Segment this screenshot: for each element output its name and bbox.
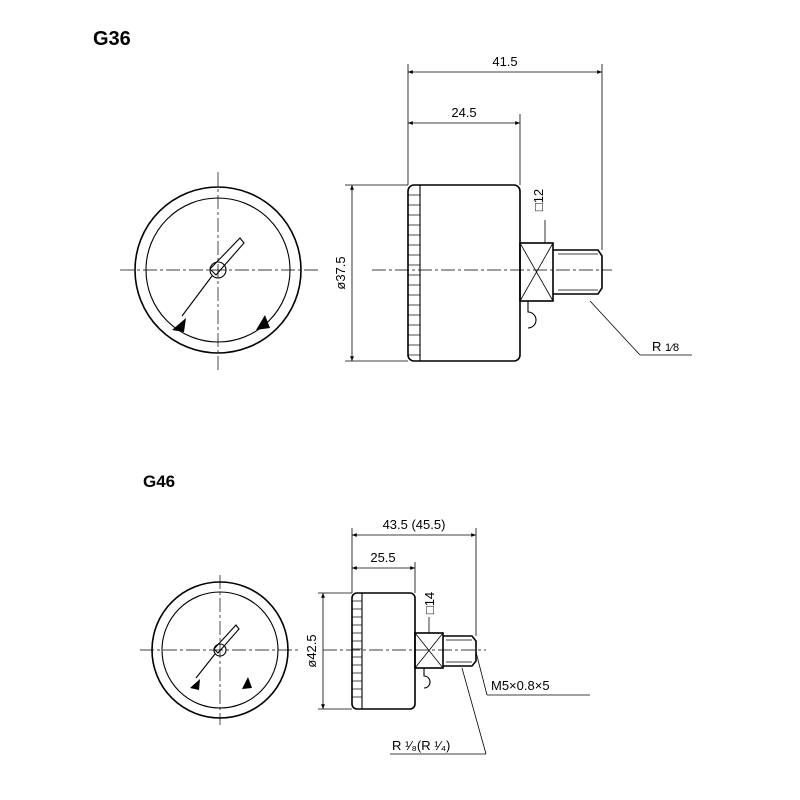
g36-stop-marker-left — [172, 318, 186, 332]
g36-section: G36 — [93, 28, 692, 372]
g46-title: G46 — [143, 472, 175, 491]
g46-internal-thread-label: M5×0.8×5 — [491, 678, 550, 693]
g36-body — [407, 184, 521, 362]
g46-needle-tail — [195, 653, 216, 679]
g36-needle-head — [209, 237, 245, 276]
g46-front-view — [140, 575, 300, 725]
g36-knurling — [408, 194, 420, 356]
g46-body-length-label: 25.5 — [370, 550, 395, 565]
g46-needle-head — [213, 624, 240, 654]
g46-side-view: 43.5 (45.5) 25.5 ø42.5 □14 M5×0.8×5 R ¹⁄… — [304, 517, 590, 755]
g46-overall-length-label: 43.5 (45.5) — [383, 517, 446, 532]
g36-body-length-label: 24.5 — [451, 105, 476, 120]
g36-thread — [553, 249, 603, 295]
g36-stop-marker-right — [256, 315, 270, 330]
g36-side-view: 41.5 24.5 ø37.5 □12 R 1⁄8 — [333, 54, 692, 362]
g36-hex-size-label: □12 — [531, 189, 546, 211]
g36-thread-fraction-label: 1⁄8 — [665, 342, 679, 354]
g46-tab — [423, 668, 431, 689]
g36-needle-tail — [181, 275, 213, 317]
g46-knurling — [352, 600, 362, 698]
g36-overall-length-label: 41.5 — [492, 54, 517, 69]
g46-thread-label: R ¹⁄₈(R ¹⁄₄) — [392, 738, 450, 753]
g36-title: G36 — [93, 28, 131, 50]
g46-hex-size-label: □14 — [422, 592, 437, 614]
g46-stop-marker-left — [190, 679, 200, 690]
g46-internal-thread-leader — [475, 651, 488, 696]
g46-thread — [443, 635, 477, 667]
g36-thread-label: R — [652, 339, 661, 354]
g36-hex — [519, 242, 554, 302]
g36-front-view — [120, 172, 318, 372]
g46-diameter-label: ø42.5 — [304, 634, 319, 667]
g36-thread-leader — [589, 300, 641, 356]
g46-stop-marker-right — [242, 677, 252, 689]
g46-thread-leader — [461, 667, 487, 755]
g46-section: G46 — [140, 472, 590, 755]
g36-diameter-label: ø37.5 — [333, 256, 348, 289]
g46-needle-hub — [213, 643, 227, 657]
g36-tab — [527, 301, 537, 329]
g36-needle-hub — [209, 261, 227, 279]
